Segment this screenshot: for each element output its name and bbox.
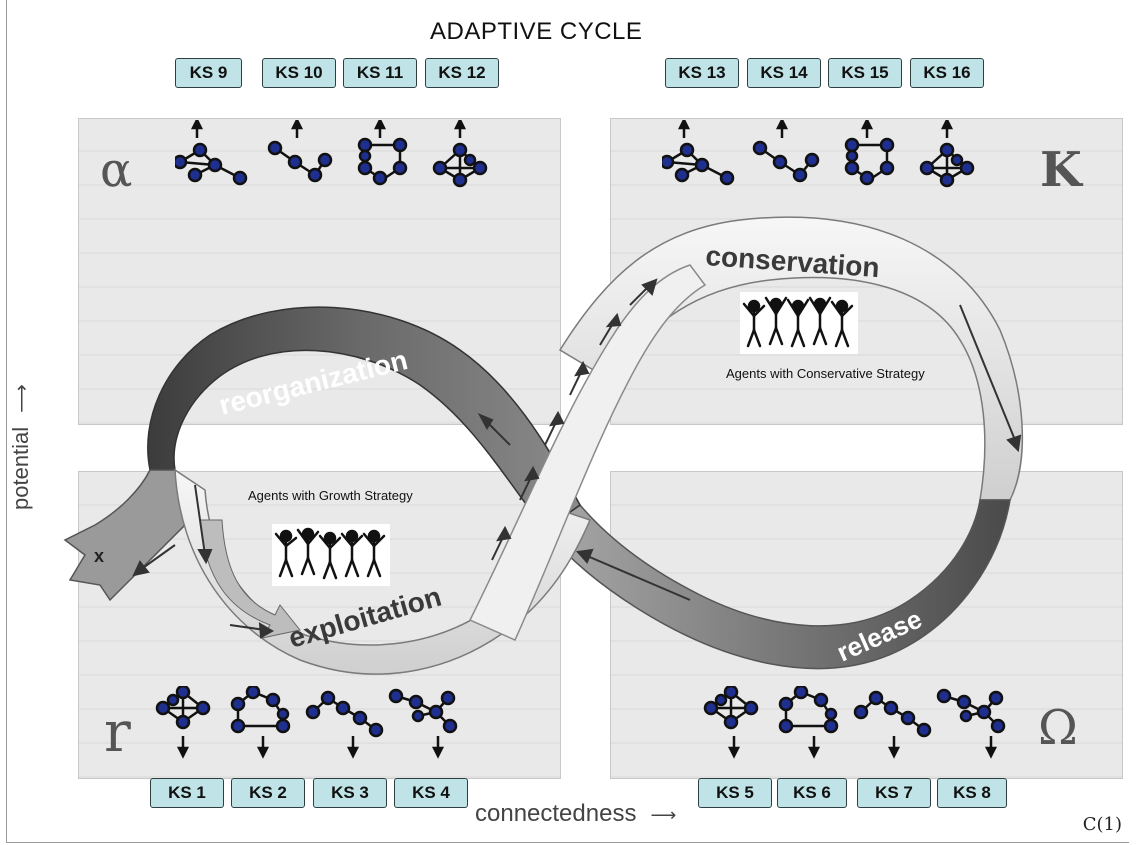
crossing-arrows bbox=[491, 278, 658, 561]
ks-4-button[interactable]: KS 4 bbox=[394, 778, 468, 808]
diagram-title: ADAPTIVE CYCLE bbox=[430, 18, 643, 45]
exit-label: x bbox=[94, 546, 104, 566]
conservative-agents-label: Agents with Conservative Strategy bbox=[726, 366, 925, 381]
top-left-networks bbox=[175, 120, 488, 188]
ks-2-button[interactable]: KS 2 bbox=[231, 778, 305, 808]
k-label: K bbox=[1040, 142, 1082, 198]
crossing-band bbox=[468, 264, 707, 641]
ks-9-button[interactable]: KS 9 bbox=[175, 58, 242, 88]
flow-arrows bbox=[132, 304, 1022, 639]
bottom-left-networks bbox=[155, 686, 458, 759]
reorganization-band bbox=[147, 306, 581, 532]
ks-8-button[interactable]: KS 8 bbox=[937, 778, 1007, 808]
ks-5-button[interactable]: KS 5 bbox=[698, 778, 772, 808]
alpha-label: α bbox=[100, 142, 133, 198]
figure-frame bbox=[6, 0, 1129, 843]
release-band bbox=[543, 499, 1011, 670]
exploitation-arrow-tail bbox=[199, 519, 301, 639]
ks-11-button[interactable]: KS 11 bbox=[343, 58, 417, 88]
conservative-agents-figures bbox=[740, 292, 858, 354]
ks-10-button[interactable]: KS 10 bbox=[262, 58, 336, 88]
top-right-networks bbox=[662, 120, 975, 188]
ks-13-button[interactable]: KS 13 bbox=[665, 58, 739, 88]
ks-7-button[interactable]: KS 7 bbox=[857, 778, 931, 808]
ks-14-button[interactable]: KS 14 bbox=[747, 58, 821, 88]
growth-agents-label: Agents with Growth Strategy bbox=[248, 488, 413, 503]
figure-label: C(1) bbox=[1082, 814, 1122, 835]
ks-3-button[interactable]: KS 3 bbox=[313, 778, 387, 808]
connectedness-axis-label: connectedness⟶ bbox=[475, 800, 677, 827]
omega-label: Ω bbox=[1038, 700, 1078, 756]
ks-16-button[interactable]: KS 16 bbox=[910, 58, 984, 88]
ks-6-button[interactable]: KS 6 bbox=[777, 778, 847, 808]
r-label: r bbox=[104, 700, 131, 765]
ks-12-button[interactable]: KS 12 bbox=[425, 58, 499, 88]
exit-arrow bbox=[63, 469, 191, 602]
ks-15-button[interactable]: KS 15 bbox=[828, 58, 902, 88]
growth-agents-figures bbox=[272, 524, 390, 586]
bottom-right-networks bbox=[703, 686, 1006, 759]
ks-1-button[interactable]: KS 1 bbox=[150, 778, 224, 808]
potential-axis-label: potential⟶ bbox=[8, 384, 33, 510]
